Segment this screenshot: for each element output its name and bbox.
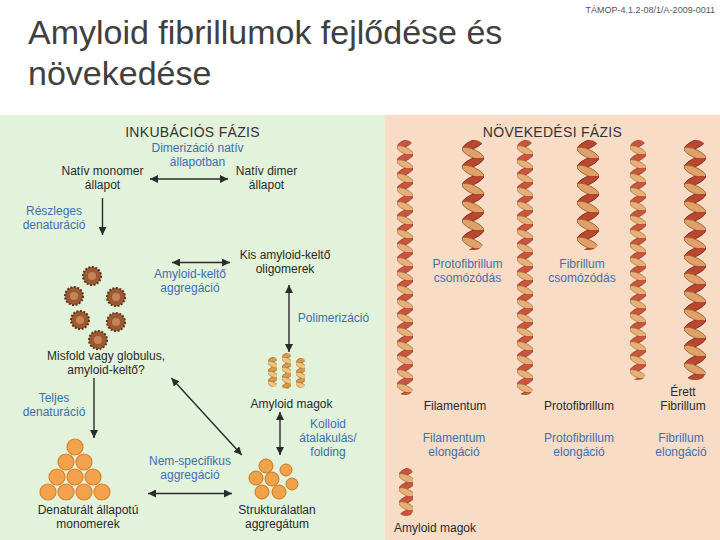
process-label: Fibrillum csomózódás [538, 258, 626, 286]
state-label: Amyloid magok [250, 398, 332, 412]
edge-label: Dimerizáció natív állapotban [150, 142, 245, 170]
state-label: Kis amyloid-keltő oligomerek [230, 249, 340, 277]
state-node: Denaturált állapotú monomerek [28, 438, 148, 532]
state-node: Amyloid magok [238, 352, 345, 412]
phase-heading: INKUBÁCIÓS FÁZIS [125, 124, 260, 140]
state-node: Strukturálatlan aggregátum [232, 455, 322, 532]
state-label: Natív dimer állapot [228, 165, 305, 193]
state-label: Misfold vagy globulus, amyloid-keltő? [40, 350, 172, 378]
state-label: Denaturált állapotú monomerek [28, 504, 148, 532]
process-label: Protofibrillum elongáció [535, 432, 623, 460]
structure-label: Érett Fibrillum [650, 386, 716, 414]
edge-label: Amyloid-keltő aggregáció [150, 268, 230, 296]
state-label: Natív monomer állapot [55, 165, 150, 193]
state-node: Misfold vagy globulus, amyloid-keltő? [40, 235, 172, 378]
process-label: Filamentum elongáció [410, 432, 498, 460]
state-node: Natív monomer állapot [55, 160, 150, 198]
project-code: TÁMOP-4.1.2-08/1/A-2009-0011 [505, 5, 715, 15]
phase-heading: NÖVEKEDÉSI FÁZIS [483, 124, 622, 140]
edge-label: Nem-specifikus aggregáció [146, 455, 234, 483]
structure-label: Amyloid magok [380, 522, 490, 536]
slide-title: Amyloid fibrillumok fejlődése és növeked… [28, 12, 528, 95]
edge-label: Részleges denaturáció [15, 205, 93, 233]
structure-label: Filamentum [415, 400, 495, 414]
structure-label: Protofibrillum [535, 400, 623, 414]
state-node: Natív dimer állapot [228, 160, 305, 198]
phase-panel: NÖVEKEDÉSI FÁZIS [385, 115, 720, 540]
process-label: Fibrillum elongáció [648, 432, 714, 460]
process-label: Protofibrillum csomózódás [420, 258, 515, 286]
edge-label: Kolloid átalakulás/ folding [288, 418, 368, 459]
edge-label: Polimerizáció [296, 312, 371, 326]
state-node: Kis amyloid-keltő oligomerek [230, 240, 340, 285]
edge-label: Teljes denaturáció [15, 392, 93, 420]
state-label: Strukturálatlan aggregátum [232, 504, 322, 532]
